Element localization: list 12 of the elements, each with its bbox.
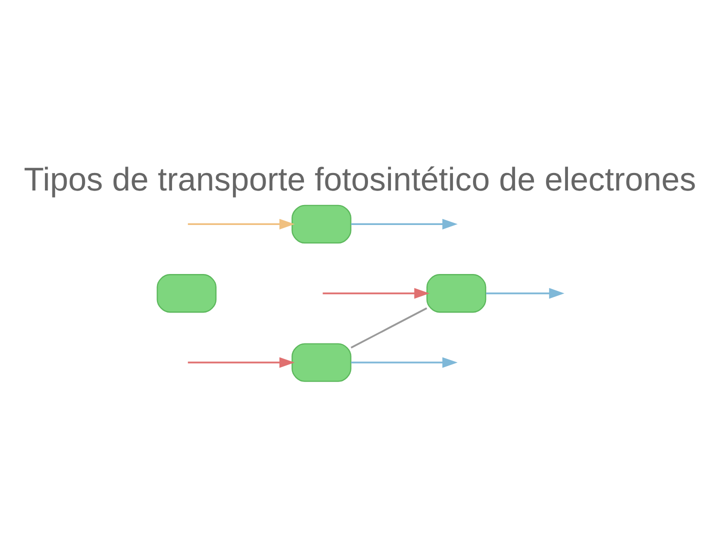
arrow [188,356,295,368]
arrow [322,288,430,298]
node-box [292,204,352,244]
connector [350,306,428,348]
diagram-title: Tipos de transporte fotosintético de electrones [24,160,696,198]
arrow [351,218,458,230]
arrow [188,218,295,230]
node-box [426,274,486,312]
arrow [486,288,564,298]
node-box [292,342,352,382]
arrow [351,356,458,368]
node-box [156,274,217,312]
